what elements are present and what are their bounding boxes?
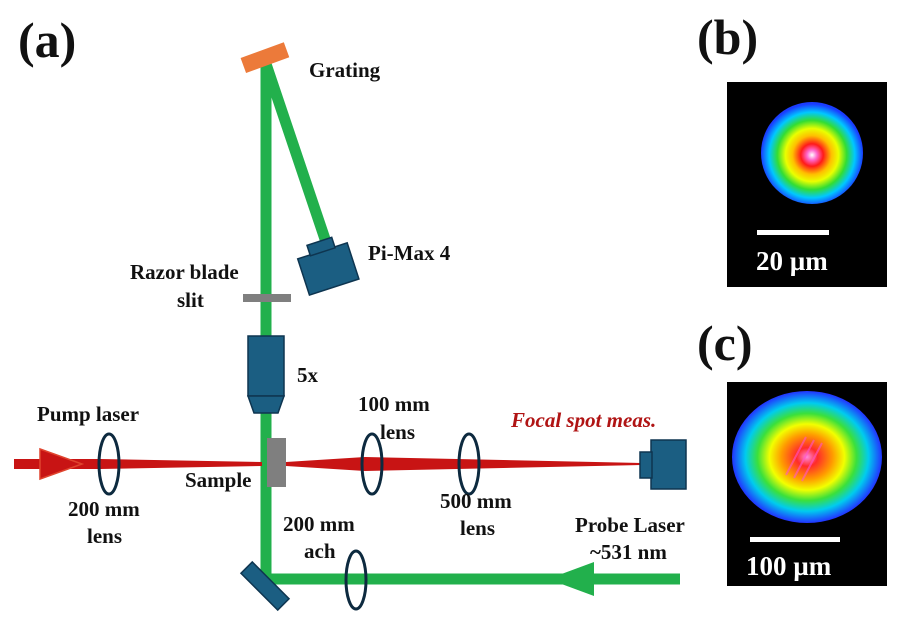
razor-label-line1: Razor blade	[130, 260, 239, 284]
lens-200mm	[97, 432, 121, 496]
pump-direction-arrow	[39, 447, 85, 481]
achromat-200mm	[344, 549, 368, 611]
probe-label-line2: ~531 nm	[590, 540, 667, 564]
lens-500mm	[457, 432, 481, 496]
probe-label-line1: Probe Laser	[575, 513, 685, 537]
lens-200-label-line2: lens	[87, 524, 122, 548]
green-probe-beam	[260, 62, 680, 585]
sample	[267, 438, 286, 487]
panel-label-b: (b)	[697, 9, 758, 65]
scalebar-label-c: 100 µm	[746, 551, 832, 581]
pimax-label: Pi-Max 4	[368, 241, 451, 265]
grating-label: Grating	[309, 58, 381, 82]
beam-spot-c	[732, 391, 882, 523]
scalebar-label-b: 20 µm	[756, 246, 828, 276]
probe-direction-arrow	[548, 562, 594, 596]
sample-label: Sample	[185, 468, 252, 492]
razor-blade-slit	[243, 294, 291, 302]
scalebar-b	[757, 230, 829, 235]
pi-max-camera	[296, 236, 360, 297]
focal-spot-camera	[639, 439, 687, 490]
ach-label-line1: 200 mm	[283, 512, 355, 536]
lens-200-label-line1: 200 mm	[68, 497, 140, 521]
razor-label-line2: slit	[177, 288, 204, 312]
grating	[240, 42, 290, 74]
lens-100mm	[360, 432, 384, 496]
objective-label: 5x	[297, 363, 319, 387]
focal-spot-label: Focal spot meas.	[510, 408, 656, 432]
ach-label-line2: ach	[304, 539, 336, 563]
panel-label-c: (c)	[697, 315, 753, 371]
scalebar-c	[750, 537, 840, 542]
objective-5x	[246, 335, 286, 414]
red-pump-beam	[14, 457, 641, 471]
lens-500-label-line1: 500 mm	[440, 489, 512, 513]
beam-spot-b	[761, 102, 863, 204]
lens-100-label-line2: lens	[380, 420, 415, 444]
lens-500-label-line2: lens	[460, 516, 495, 540]
pump-label: Pump laser	[37, 402, 139, 426]
lens-100-label-line1: 100 mm	[358, 392, 430, 416]
fold-mirror	[239, 560, 291, 612]
panel-label-a: (a)	[18, 12, 76, 68]
